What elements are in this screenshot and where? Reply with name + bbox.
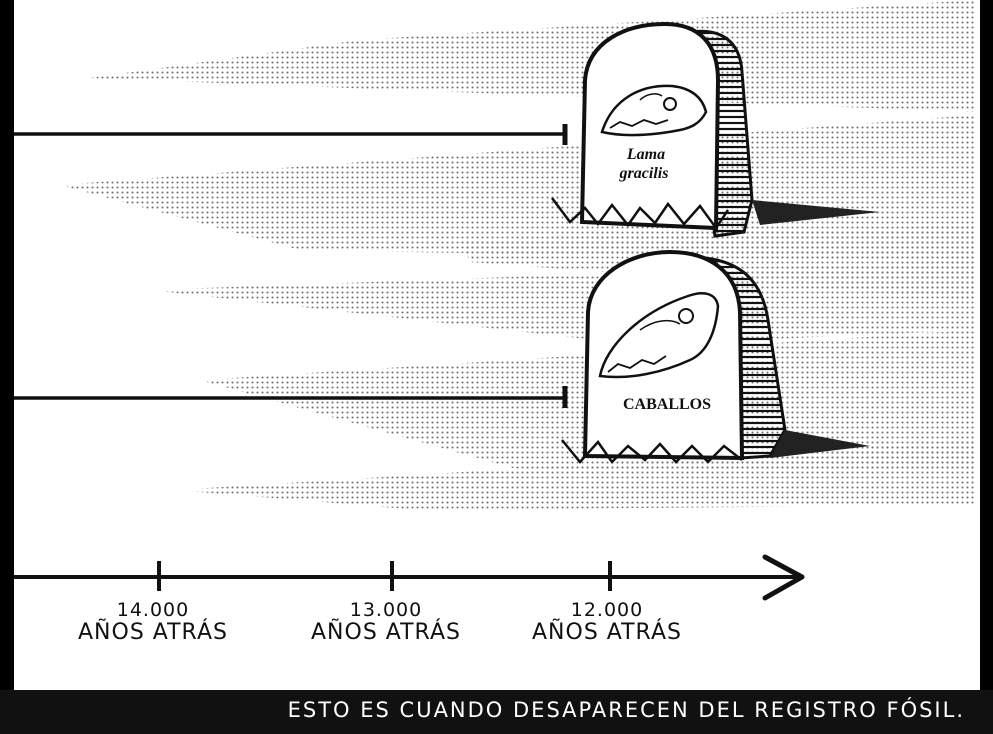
timeline-tick-label-13000: 13.000 AÑOS ATRÁS <box>311 599 461 645</box>
horse-skull-icon <box>598 292 720 379</box>
timeline-tick-label-14000: 14.000 AÑOS ATRÁS <box>78 599 228 645</box>
caballos-extinction-bar <box>14 386 568 408</box>
caption-text: ESTO ES CUANDO DESAPARECEN DEL REGISTRO … <box>287 698 965 722</box>
arrow-right-icon <box>762 554 805 601</box>
llama-skull-icon <box>600 84 708 137</box>
caption-bar <box>0 690 993 734</box>
gravestone-label: CABALLOS <box>623 396 711 413</box>
timeline-tick-label-12000: 12.000 AÑOS ATRÁS <box>532 599 682 645</box>
gravestone-lama-gracilis: Lama gracilis <box>551 21 880 238</box>
gravestone-label: Lama <box>626 146 665 163</box>
timeline-axis <box>14 554 805 601</box>
lama-extinction-bar <box>14 124 568 145</box>
gravestone-label-line2: gracilis <box>619 165 669 182</box>
gravestone-caballos: CABALLOS <box>561 249 870 464</box>
